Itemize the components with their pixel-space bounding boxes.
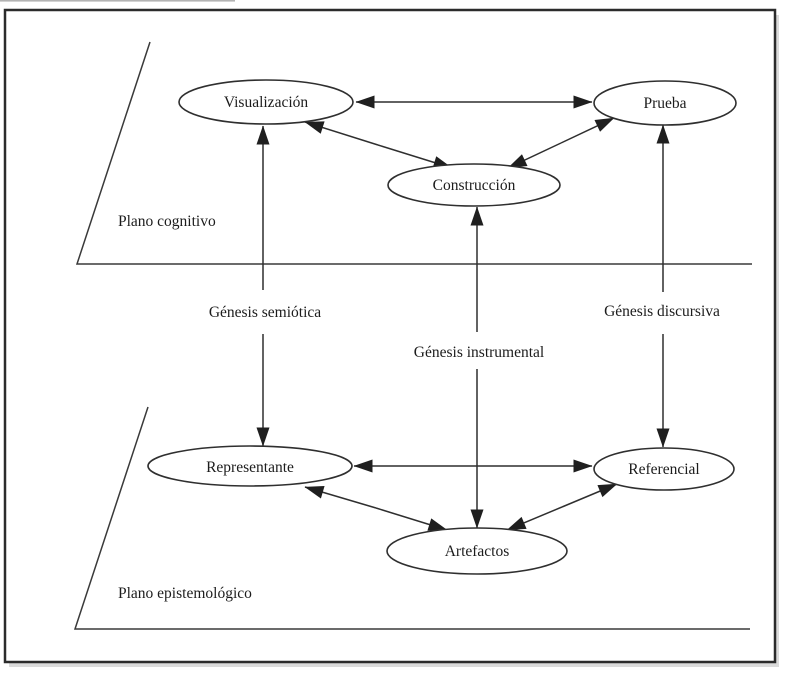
node-artefactos bbox=[386, 527, 568, 575]
edge-representante-artefactos-up bbox=[304, 486, 377, 509]
node-construccion-label: Construcción bbox=[433, 177, 516, 194]
genesis-instrumental-label: Génesis instrumental bbox=[414, 344, 544, 361]
node-visualizacion-label: Visualización bbox=[224, 94, 309, 111]
edge-visualizacion-construccion-down bbox=[377, 144, 453, 169]
plane-epistemological-label: Plano epistemológico bbox=[118, 585, 252, 602]
node-artefactos-label: Artefactos bbox=[445, 543, 510, 560]
node-representante-label: Representante bbox=[206, 459, 294, 476]
edge-prueba-construccion-down bbox=[507, 142, 562, 169]
genesis-discursiva-label: Génesis discursiva bbox=[604, 303, 720, 320]
edge-referencial-artefactos-down bbox=[506, 506, 563, 531]
node-representante bbox=[147, 445, 353, 487]
scan-artifact-strip bbox=[0, 0, 235, 2]
edge-referencial-artefactos-up bbox=[561, 483, 618, 508]
plane-cognitive-label: Plano cognitivo bbox=[118, 213, 216, 230]
genesis-semiotica-label: Génesis semiótica bbox=[209, 304, 321, 321]
plane-cognitive-outline bbox=[75, 41, 752, 265]
node-prueba bbox=[593, 80, 737, 126]
node-visualizacion bbox=[178, 79, 354, 125]
edge-visualizacion-construccion-up bbox=[304, 121, 379, 146]
node-referencial-label: Referencial bbox=[628, 461, 699, 478]
node-prueba-label: Prueba bbox=[643, 95, 686, 112]
node-construccion bbox=[387, 163, 561, 207]
plane-epistemological-outline bbox=[73, 406, 750, 630]
edge-prueba-construccion-up bbox=[560, 117, 615, 144]
edge-representante-artefactos-down bbox=[375, 507, 448, 531]
node-referencial bbox=[593, 447, 735, 491]
